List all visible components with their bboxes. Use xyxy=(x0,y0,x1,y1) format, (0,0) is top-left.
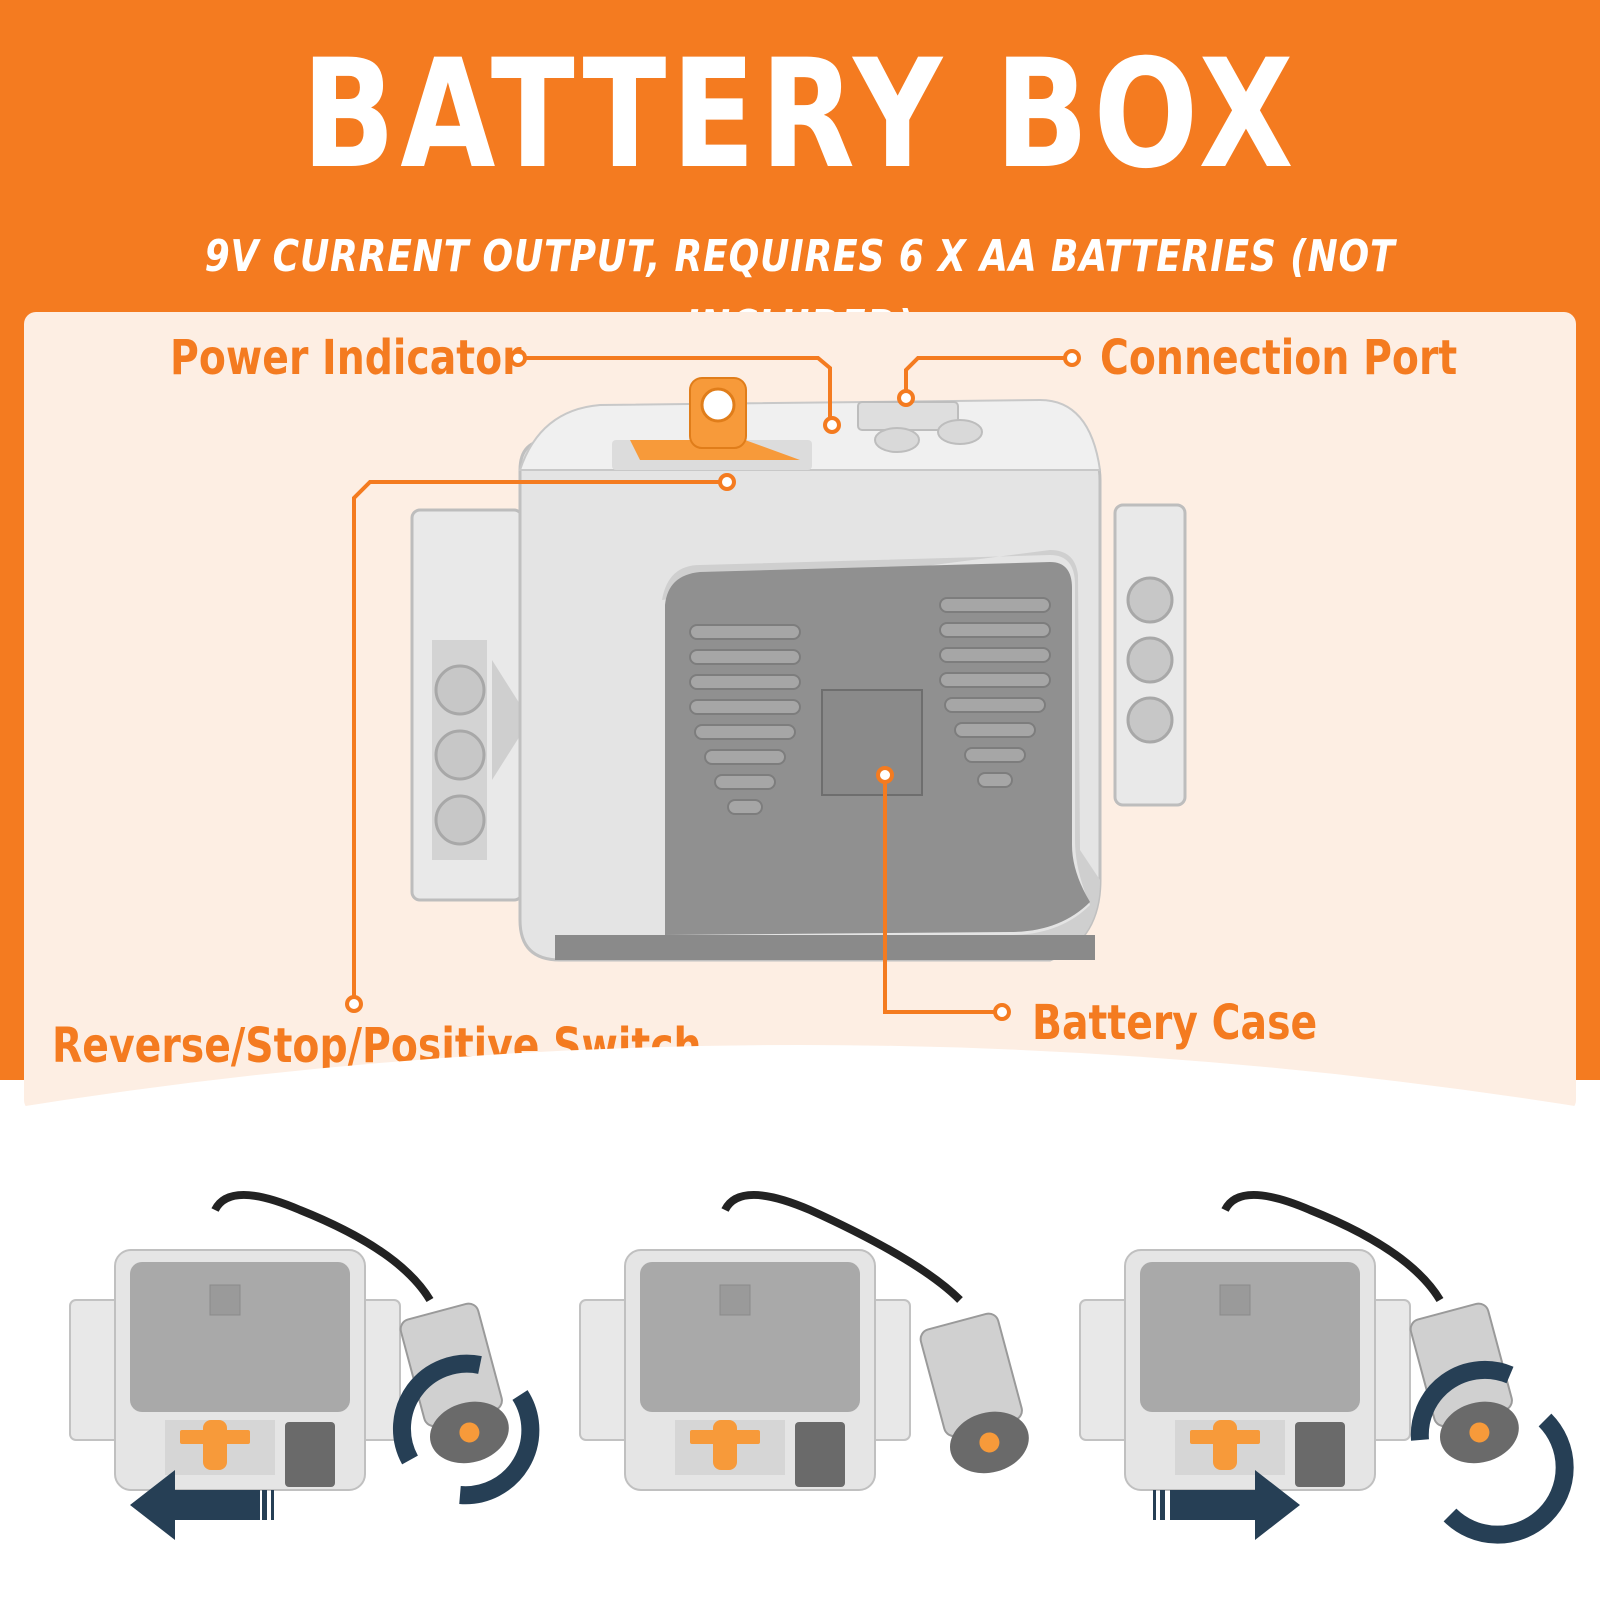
power-indicator-label: Power Indicator xyxy=(170,330,522,386)
rotation-icon xyxy=(1410,1360,1574,1544)
page-title: BATTERY BOX xyxy=(301,28,1299,202)
usage-forward xyxy=(1079,1191,1574,1544)
curved-divider xyxy=(0,1045,1600,1160)
usage-reverse xyxy=(69,1191,540,1540)
left-arrow-icon xyxy=(130,1470,274,1540)
connection-port-label: Connection Port xyxy=(1100,330,1458,386)
usage-stop xyxy=(579,1191,1037,1491)
rotation-icon xyxy=(392,1354,540,1505)
right-arrow-icon xyxy=(1153,1470,1300,1540)
battery-case-label: Battery Case xyxy=(1032,995,1318,1051)
